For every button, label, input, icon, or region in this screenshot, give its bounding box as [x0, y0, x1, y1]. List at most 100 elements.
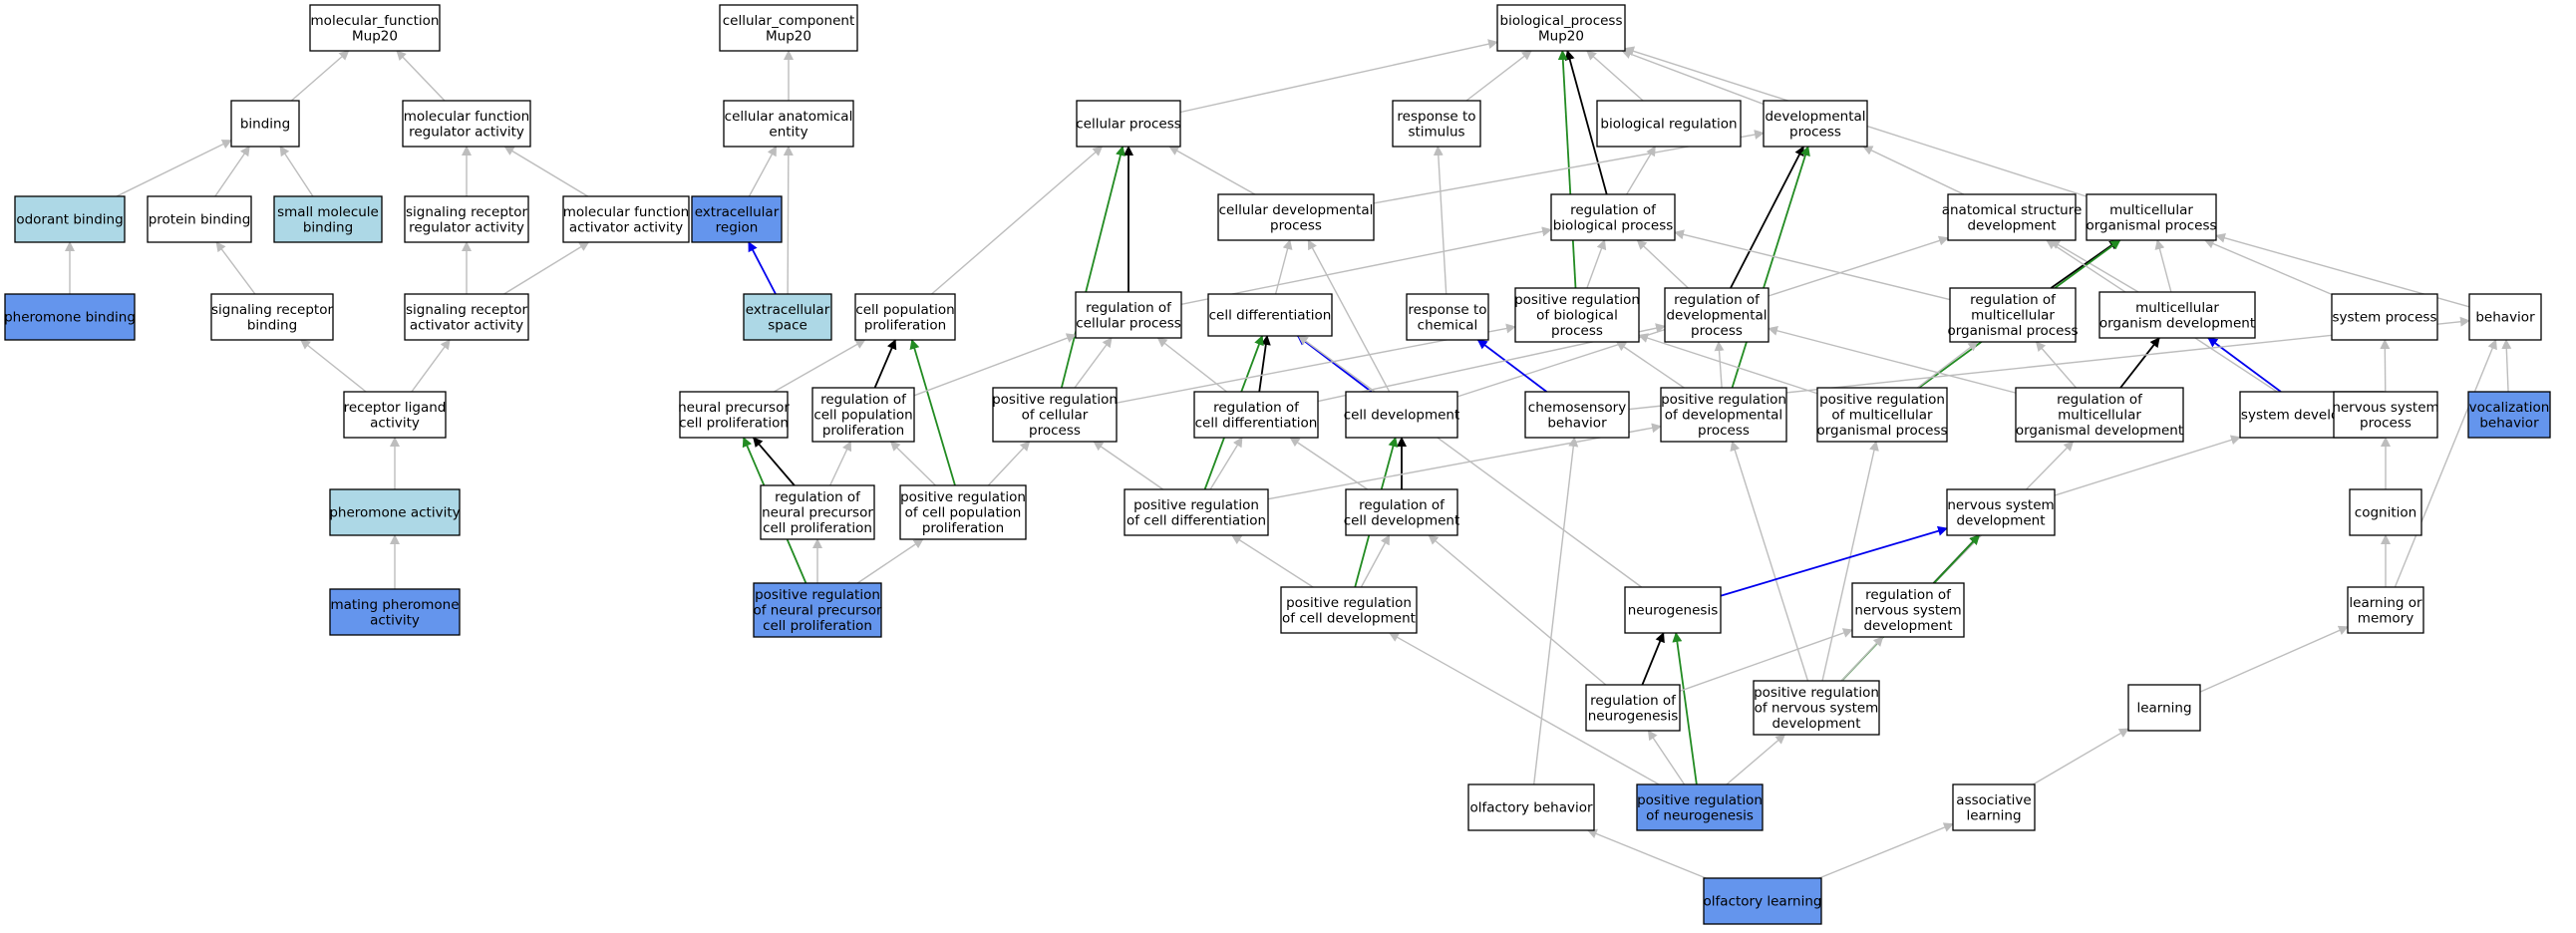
- node-label-line: biological_process: [1500, 13, 1623, 29]
- edge-pos-regulates-pos-reg-bio-process-to-biological-process: [1557, 50, 1577, 289]
- edge-is-a-vocalization-behavior-to-behavior: [2501, 339, 2512, 393]
- node-cellular-process[interactable]: cellular process: [1076, 100, 1181, 148]
- node-protein-binding[interactable]: protein binding: [147, 195, 252, 243]
- node-label-line: neural precursor: [762, 505, 873, 521]
- node-label-line: cell development: [1344, 408, 1460, 424]
- edge-regulates-reg-multicell-org-dev-to-multicell-org-dev: [2119, 337, 2160, 389]
- node-odorant-binding[interactable]: odorant binding: [14, 195, 126, 243]
- node-binding[interactable]: binding: [230, 100, 300, 148]
- edge-is-a-reg-bio-process-to-bio-regulation: [1626, 146, 1656, 195]
- node-system-process[interactable]: system process: [2331, 293, 2438, 341]
- edge-is-a-reg-neurogenesis-to-reg-cell-development: [1428, 534, 1607, 686]
- node-cell-development[interactable]: cell development: [1344, 391, 1460, 439]
- node-label-line: cellular anatomical: [725, 109, 853, 125]
- node-label-line: extracellular: [746, 302, 830, 318]
- edge-is-a-protein-binding-to-binding: [214, 146, 250, 197]
- node-label-line: cell population: [855, 302, 954, 318]
- node-learning[interactable]: learning: [2127, 684, 2201, 732]
- node-label-line: response to: [1397, 109, 1475, 125]
- edge-regulates-reg-neural-prec-prolif-to-neural-prec-prolif: [753, 437, 796, 486]
- node-pheromone-binding[interactable]: pheromone binding: [4, 293, 136, 341]
- edge-is-a-reg-cell-development-to-reg-cell-diff: [1289, 437, 1369, 490]
- node-label-line: small molecule: [277, 204, 379, 220]
- node-label-line: proliferation: [822, 423, 904, 439]
- node-label-line: organismal process: [2086, 217, 2216, 233]
- edge-is-a-pos-reg-bio-process-to-reg-bio-process: [1586, 239, 1607, 289]
- node-label-line: positive regulation: [755, 587, 880, 603]
- node-olfactory-learning[interactable]: olfactory learning: [1703, 877, 1822, 925]
- node-behavior[interactable]: behavior: [2468, 293, 2542, 341]
- edge-is-a-olfactory-learning-to-associative-learning: [1818, 822, 1954, 879]
- edge-is-a-pos-reg-neurogenesis-to-pos-reg-cell-development: [1389, 632, 1660, 785]
- edge-is-a-pos-reg-neurogenesis-to-pos-reg-nervous-system-dev: [1726, 734, 1786, 785]
- node-label-line: positive regulation: [1819, 392, 1945, 408]
- node-pheromone-activity[interactable]: pheromone activity: [329, 488, 461, 536]
- edge-part-of-extracellular-space-to-extracellular-region: [748, 241, 777, 295]
- node-label-line: regulation of: [1674, 292, 1761, 308]
- node-neurogenesis[interactable]: neurogenesis: [1624, 586, 1722, 634]
- node-olfactory-behavior[interactable]: olfactory behavior: [1467, 783, 1595, 831]
- edge-is-a-associative-learning-to-learning: [2032, 728, 2129, 785]
- edge-is-a-small-molecule-binding-to-binding: [279, 146, 314, 197]
- node-cell-diff[interactable]: cell differentiation: [1207, 293, 1333, 337]
- node-box: [147, 195, 252, 243]
- node-cognition[interactable]: cognition: [2349, 488, 2422, 536]
- node-bio-regulation[interactable]: biological regulation: [1596, 100, 1742, 148]
- edge-is-a-pos-reg-cell-pop-prolif-to-reg-cell-pop-prolif: [889, 441, 936, 486]
- node-label-line: binding: [240, 117, 290, 133]
- node-label-line: of neurogenesis: [1646, 807, 1754, 823]
- node-label-line: organismal development: [2016, 423, 2183, 439]
